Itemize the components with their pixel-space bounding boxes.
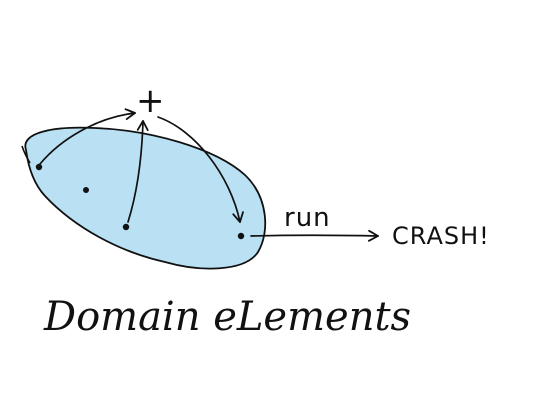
arrow-run-to-crash: [250, 229, 379, 242]
element-point-1: [35, 163, 43, 171]
domain-edge-stroke: [21, 145, 31, 164]
element-point-2: [83, 187, 89, 193]
domain-elements-label: Domain eLements: [43, 294, 411, 340]
arrow-plus-to-point4: [157, 116, 244, 223]
plus-operator-label: +: [136, 81, 165, 121]
domain-region: [24, 126, 267, 270]
crash-label: CRASH!: [392, 222, 490, 250]
arrow-point3-to-plus: [127, 120, 149, 223]
run-label: run: [284, 203, 331, 233]
element-point-3: [122, 223, 130, 231]
arrow-point1-to-plus: [39, 108, 136, 165]
element-point-4: [237, 232, 245, 240]
